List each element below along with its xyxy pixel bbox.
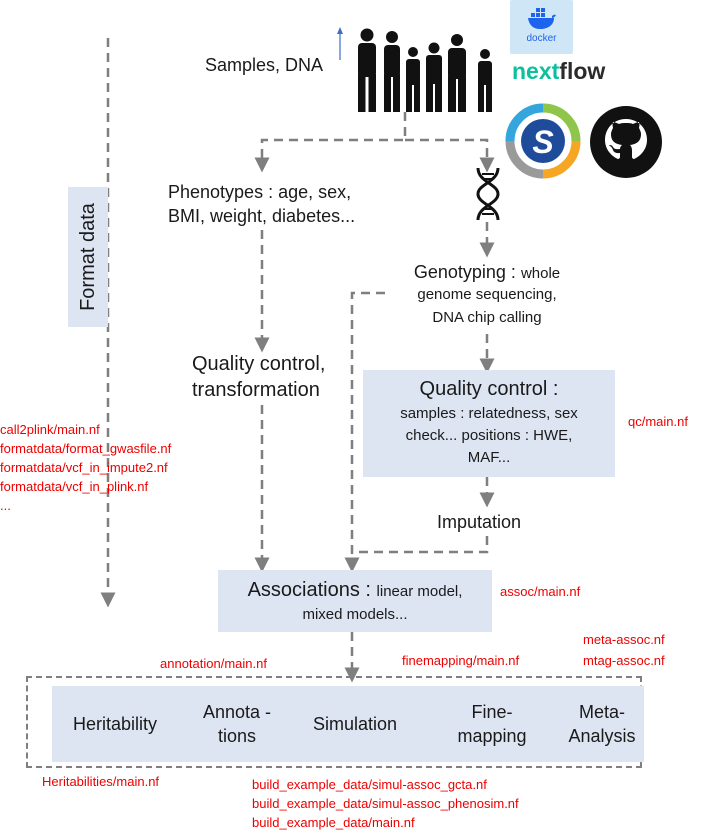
format-script-item: ... [0,498,11,513]
singularity-letter: S [532,124,554,160]
nextflow-logo: nextflow [512,58,605,85]
qc-box-title: Quality control : [419,378,559,400]
samples-axis-arrowhead [337,27,343,34]
finemapping-script: finemapping/main.nf [402,653,520,668]
genotyping-to-associations-arrow [344,291,385,573]
dna-icon [476,167,500,221]
qc-box-line3: MAF... [467,449,511,466]
samples-to-phenotypes-arrow [254,112,407,173]
format-script-item: formatdata/format_gwasfile.nf [0,441,172,456]
associations-line2: mixed models... [302,606,408,623]
associations-title: Associations : [247,579,371,601]
phenotypes-line1: Phenotypes : age, sex, [168,182,352,202]
genotyping-line1: Genotyping : whole [392,260,582,284]
heritability-script: Heritabilities/main.nf [42,774,160,789]
samples-to-dna-arrow [405,138,495,173]
simulation-script-item: build_example_data/main.nf [252,815,415,830]
people-icon [358,28,492,112]
docker-text: docker [526,33,557,44]
format-script-item: call2plink/main.nf [0,422,100,437]
qc-box: Quality control : samples : relatedness,… [363,370,615,477]
samples-label: Samples, DNA [205,55,324,75]
analysis-heritability: Heritability [72,714,158,734]
docker-whale-icon [528,8,556,29]
genotyping-line2: genome sequencing, [417,286,557,303]
analyses-box: Heritability Annota - tions Simulation F… [52,686,644,762]
annotation-script: annotation/main.nf [160,656,267,671]
singularity-logo: S [505,103,581,179]
genotyping-title: Genotyping : [413,262,516,282]
qc-script: qc/main.nf [628,414,688,429]
analysis-finemapping-line1: Fine- [471,702,513,722]
format-scripts-list: call2plink/main.nf formatdata/format_gwa… [0,420,171,515]
nextflow-text-flow: flow [559,58,606,84]
format-script-item: formatdata/vcf_in_plink.nf [0,479,149,494]
analysis-meta-line2: Analysis [568,726,636,746]
associations-line1: Associations : linear model, [218,577,492,603]
genotyping-line1-rest: whole [520,265,561,282]
qc-box-line2: check... positions : HWE, [405,427,573,444]
meta-script-1: meta-assoc.nf [583,632,665,647]
assoc-script: assoc/main.nf [500,584,581,599]
associations-box: Associations : linear model, mixed model… [218,570,492,632]
format-data-box: Format data [68,187,108,327]
analysis-annotation-line2: tions [217,726,257,746]
genotyping-line3: DNA chip calling [432,309,542,326]
meta-script-2: mtag-assoc.nf [583,653,665,668]
analysis-simulation: Simulation [312,714,398,734]
associations-line1-rest: linear model, [376,583,463,600]
analysis-annotation-line1: Annota - [202,702,272,722]
analysis-meta-line1: Meta- [578,702,625,722]
simulation-scripts-list: build_example_data/simul-assoc_gcta.nf b… [252,775,519,832]
phenotypes-line2: BMI, weight, diabetes... [168,206,356,226]
simulation-script-item: build_example_data/simul-assoc_phenosim.… [252,796,519,811]
format-data-label: Format data [77,203,99,311]
qc-left-line1: Quality control, [192,353,326,375]
qc-left-line2: transformation [192,379,320,401]
qc-box-line1: samples : relatedness, sex [400,405,578,422]
nextflow-text-next: next [512,58,560,84]
format-script-item: formatdata/vcf_in_impute2.nf [0,460,168,475]
imputation-label: Imputation [437,512,522,532]
simulation-script-item: build_example_data/simul-assoc_gcta.nf [252,777,487,792]
docker-logo: docker [510,0,573,54]
analysis-finemapping-line2: mapping [457,726,527,746]
imputation-to-associations-line [352,536,489,554]
github-logo [590,106,662,178]
